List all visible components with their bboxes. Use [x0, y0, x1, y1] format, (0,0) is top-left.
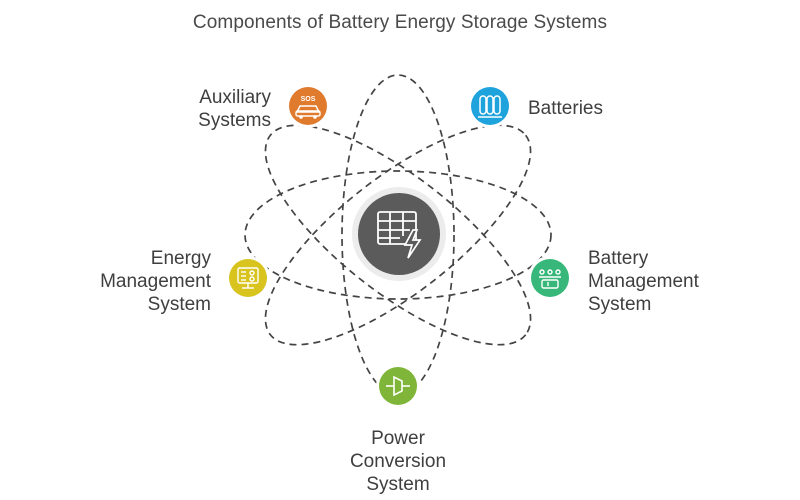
orbit-diagonal-left [264, 124, 532, 346]
node-power-conversion-system [376, 364, 420, 408]
power-plug-icon [386, 375, 410, 397]
node-battery-management-system [528, 256, 572, 300]
control-panel-icon [237, 267, 259, 289]
label-energy-management-system: Energy Management System [100, 248, 211, 315]
sos-car-icon: SOS [295, 96, 321, 119]
orbit-vertical [341, 74, 455, 396]
label-auxiliary-systems: Auxiliary Systems [198, 87, 271, 131]
svg-text:SOS: SOS [301, 96, 316, 103]
label-battery-management-system: Battery Management System [588, 248, 699, 315]
label-power-conversion-system: Power Conversion System [349, 428, 447, 495]
node-auxiliary-systems: SOS [286, 84, 330, 128]
label-batteries: Batteries [528, 98, 603, 119]
node-energy-management-system [226, 256, 270, 300]
node-batteries [468, 84, 512, 128]
grid-lightning-icon [377, 211, 422, 259]
center-hub [352, 187, 446, 281]
orbit-horizontal [244, 170, 552, 300]
battery-monitor-icon [539, 269, 561, 289]
page-title: Components of Battery Energy Storage Sys… [192, 12, 608, 33]
battery-cells-icon [478, 95, 502, 118]
